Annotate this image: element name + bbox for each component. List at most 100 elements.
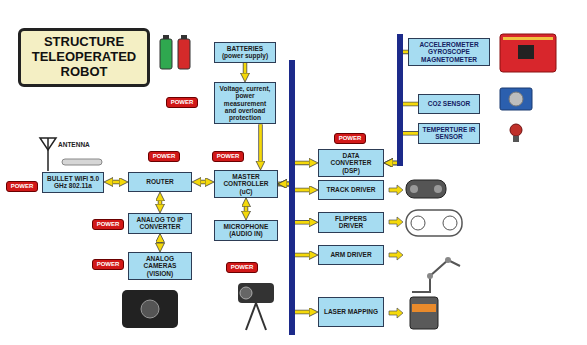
laser-scanner	[410, 297, 438, 329]
power-label: POWER	[217, 153, 240, 160]
power-tag: POWER	[148, 151, 180, 162]
arrow-outline	[283, 184, 313, 255]
power-tag: POWER	[334, 133, 366, 144]
arrow-outline	[158, 197, 163, 208]
data-arrow	[389, 133, 418, 163]
data-arrow	[197, 182, 209, 183]
antenna-wire	[47, 138, 49, 171]
arm-image	[412, 260, 460, 292]
power-label: POWER	[97, 221, 120, 228]
data-arrow	[283, 184, 313, 312]
title-box: STRUCTURE TELEOPERATED ROBOT	[18, 28, 150, 87]
camera-image	[122, 290, 178, 328]
track-image	[406, 180, 446, 198]
box-label: CO2 SENSOR	[428, 100, 471, 107]
co2-sensor	[509, 92, 523, 106]
box-label: MICROPHONE (AUDIO IN)	[218, 223, 274, 238]
power-tag: POWER	[212, 151, 244, 162]
box-label: BATTERIES	[227, 45, 263, 52]
camera-stand	[256, 303, 266, 330]
sensor-box: ACCELEROMETER GYROSCOPE MAGNETOMETER	[408, 38, 490, 66]
part-label: ANTENNA	[58, 141, 90, 148]
flipper-wheel	[443, 216, 457, 230]
laser-window	[412, 304, 436, 312]
data-arrow	[260, 124, 261, 165]
component-box: BULLET WIFI 5.0 GHz 802.11a	[42, 172, 104, 193]
power-tag: POWER	[92, 259, 124, 270]
data-arrow	[160, 239, 161, 248]
box-label: LASER MAPPING	[324, 308, 378, 315]
box-label: (power supply)	[222, 52, 268, 59]
track-wheel	[434, 185, 442, 193]
power-tag: POWER	[226, 262, 258, 273]
title-text: STRUCTURE TELEOPERATED ROBOT	[25, 35, 143, 80]
arrow-outline	[389, 104, 418, 163]
arrow-line	[259, 124, 262, 165]
component-box: LASER MAPPING	[318, 297, 384, 327]
box-label: ROUTER	[146, 178, 173, 185]
arrow-outline	[243, 63, 248, 78]
output-arrow	[389, 308, 403, 318]
bus-bar	[397, 34, 403, 166]
data-arrow	[283, 163, 313, 184]
arrow-outline	[109, 180, 123, 185]
co2-board	[500, 88, 532, 110]
arrow-line	[197, 181, 209, 184]
output-arrows	[389, 185, 403, 318]
arrow-line	[283, 163, 313, 184]
component-box: BATTERIES(power supply)	[214, 42, 276, 63]
box-label: ANALOG CAMERAS (VISION)	[132, 255, 188, 277]
flipper-wheel	[411, 216, 425, 230]
camera-stand	[246, 303, 256, 330]
box-label: TEMPERTURE IR SENSOR	[422, 126, 476, 141]
arrow-line	[389, 104, 418, 163]
output-arrow	[389, 250, 403, 260]
arrow-outline	[244, 203, 249, 215]
data-arrow	[278, 184, 313, 222]
bullet-device	[62, 159, 102, 165]
arrow-outline	[258, 124, 263, 165]
power-tag: POWER	[6, 181, 38, 192]
data-arrow	[160, 197, 161, 208]
box-label: TRACK DRIVER	[326, 186, 375, 193]
power-label: POWER	[231, 264, 254, 271]
component-box: FLIPPERS DRIVER	[318, 212, 384, 233]
camera-lens	[141, 300, 159, 318]
arrow-line	[283, 184, 313, 255]
power-label: POWER	[11, 183, 34, 190]
box-label: MASTER CONTROLLER (uC)	[218, 173, 274, 195]
component-box: TRACK DRIVER	[318, 180, 384, 200]
bus-bar	[289, 60, 295, 335]
box-label: FLIPPERS DRIVER	[322, 215, 380, 230]
battery-cap	[181, 35, 187, 39]
box-label: ACCELEROMETER GYROSCOPE MAGNETOMETER	[412, 41, 486, 63]
arrow-line	[159, 239, 162, 248]
imu-pins	[503, 37, 553, 40]
component-box: ANALOG CAMERAS (VISION)	[128, 252, 192, 280]
power-label: POWER	[153, 153, 176, 160]
arrow-outline	[389, 133, 418, 163]
component-box: ROUTER	[128, 172, 192, 192]
arrow-outline	[197, 180, 209, 185]
arrow-line	[283, 184, 313, 312]
imu-board	[500, 34, 556, 72]
flippers-image	[406, 210, 462, 236]
data-arrow	[109, 182, 123, 183]
power-label: POWER	[339, 135, 362, 142]
battery-icon	[178, 39, 190, 69]
ir-sensor	[510, 124, 522, 136]
power-tag: POWER	[166, 97, 198, 108]
sensor-box: TEMPERTURE IR SENSOR	[418, 123, 480, 144]
arrow-outline	[278, 184, 313, 222]
arrow-outline	[283, 184, 313, 312]
component-box: MICROPHONE (AUDIO IN)	[214, 220, 278, 241]
box-label: DATA CONVERTER (DSP)	[322, 152, 380, 174]
data-arrow	[246, 203, 247, 215]
camera-lens	[240, 287, 252, 299]
power-label: POWER	[171, 99, 194, 106]
box-label: Voltage, current, power measurement and …	[218, 85, 272, 121]
power-tag: POWER	[92, 219, 124, 230]
output-arrow	[389, 217, 403, 227]
track-wheel	[410, 185, 418, 193]
data-arrow	[389, 104, 418, 163]
